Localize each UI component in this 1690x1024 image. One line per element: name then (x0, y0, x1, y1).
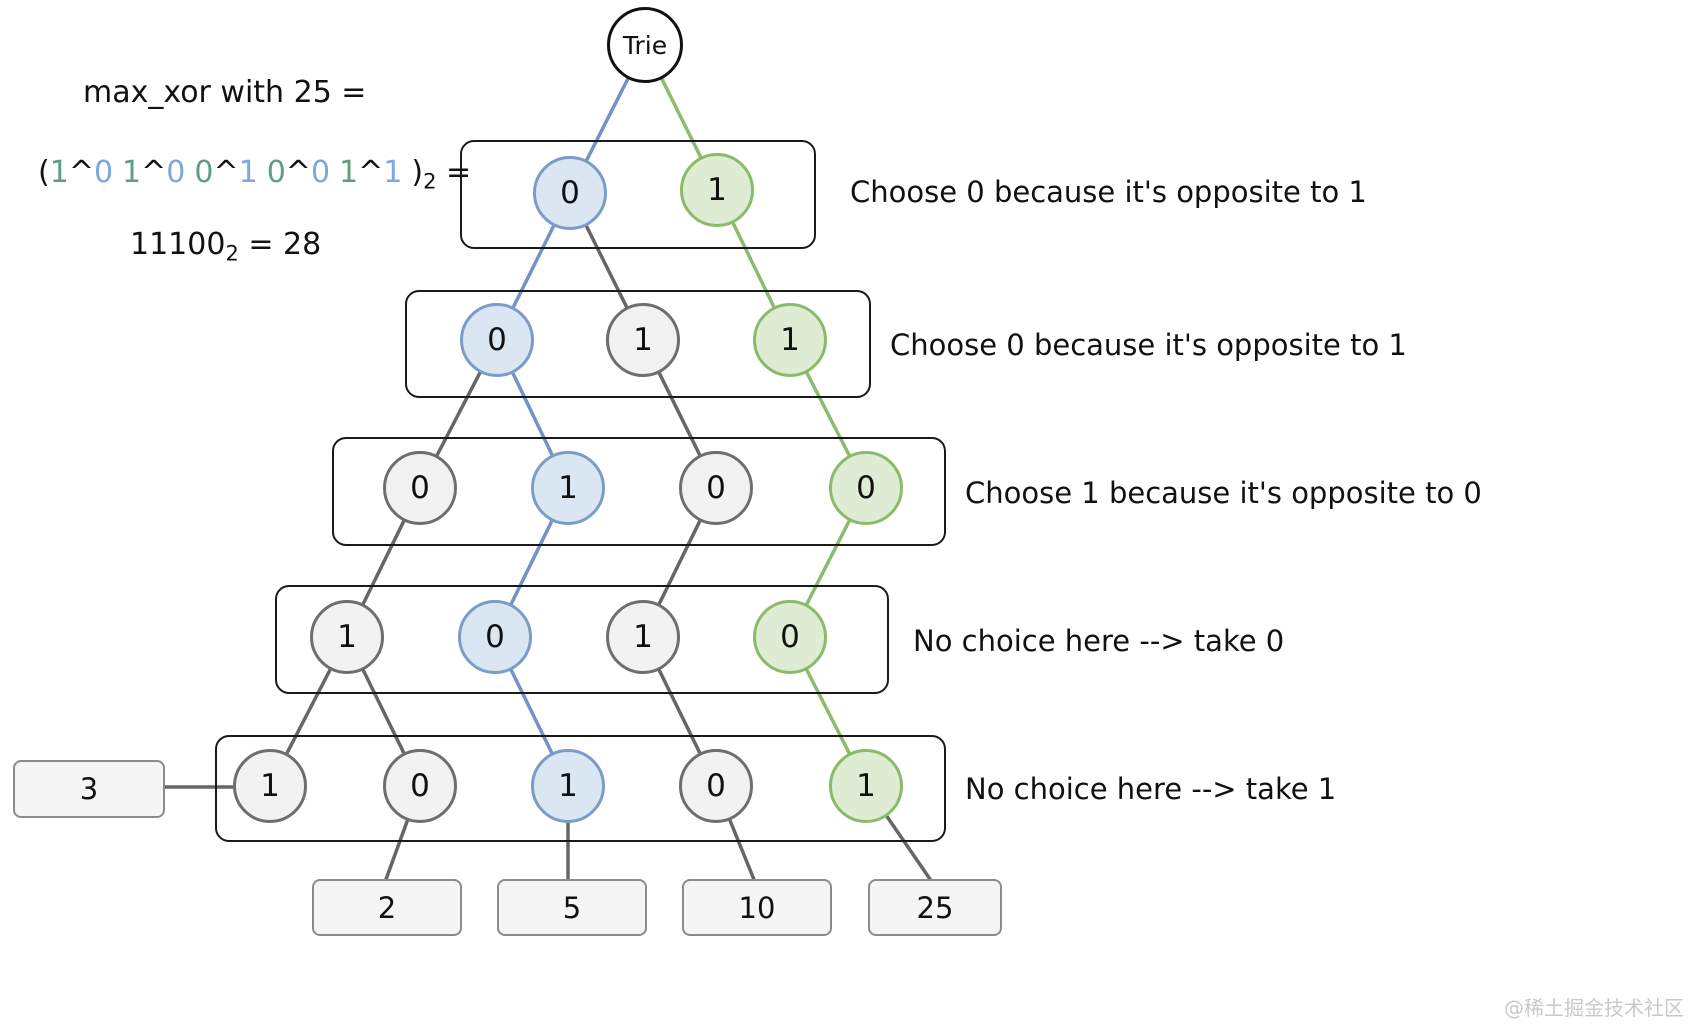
trie-node: 0 (679, 749, 753, 823)
trie-node: 1 (310, 600, 384, 674)
trie-node: 1 (531, 451, 605, 525)
trie-node: 0 (458, 600, 532, 674)
annotation-level-1: Choose 0 because it's opposite to 1 (850, 175, 1367, 209)
trie-node: 0 (533, 156, 607, 230)
level-5-box (215, 735, 946, 842)
trie-node: 0 (753, 600, 827, 674)
trie-root-node: Trie (607, 7, 683, 83)
annotation-level-4: No choice here --> take 0 (913, 624, 1285, 658)
base-subscript: 2 (225, 241, 239, 266)
annotation-level-5: No choice here --> take 1 (965, 772, 1337, 806)
trie-node: 1 (680, 153, 754, 227)
trie-node: 0 (383, 749, 457, 823)
trie-node: 0 (460, 303, 534, 377)
leaf-value-box: 25 (868, 879, 1002, 936)
annotation-level-2: Choose 0 because it's opposite to 1 (890, 328, 1407, 362)
watermark: @稀土掘金技术社区 (1504, 996, 1684, 1020)
annotation-level-3: Choose 1 because it's opposite to 0 (965, 476, 1482, 510)
trie-node: 1 (606, 303, 680, 377)
leaf-value-box: 10 (682, 879, 832, 936)
open-paren: ( (38, 155, 50, 190)
level-3-box (332, 437, 946, 546)
level-4-box (275, 585, 889, 694)
trie-node: 0 (383, 451, 457, 525)
base-subscript: 2 (423, 169, 437, 194)
close-paren: ) (411, 155, 424, 190)
trie-node: 0 (679, 451, 753, 525)
trie-node: 0 (829, 451, 903, 525)
trie-node: 1 (829, 749, 903, 823)
level-1-box (460, 140, 816, 249)
leaf-value-box: 2 (312, 879, 462, 936)
trie-node: 1 (233, 749, 307, 823)
xor-result: 111002 = 28 (130, 227, 322, 266)
leaf-value-box: 3 (13, 760, 165, 818)
trie-node: 1 (753, 303, 827, 377)
leaf-value-box: 5 (497, 879, 647, 936)
formula-title: max_xor with 25 = (83, 75, 367, 110)
level-2-box (405, 290, 871, 398)
trie-node: 1 (606, 600, 680, 674)
trie-node: 1 (531, 749, 605, 823)
